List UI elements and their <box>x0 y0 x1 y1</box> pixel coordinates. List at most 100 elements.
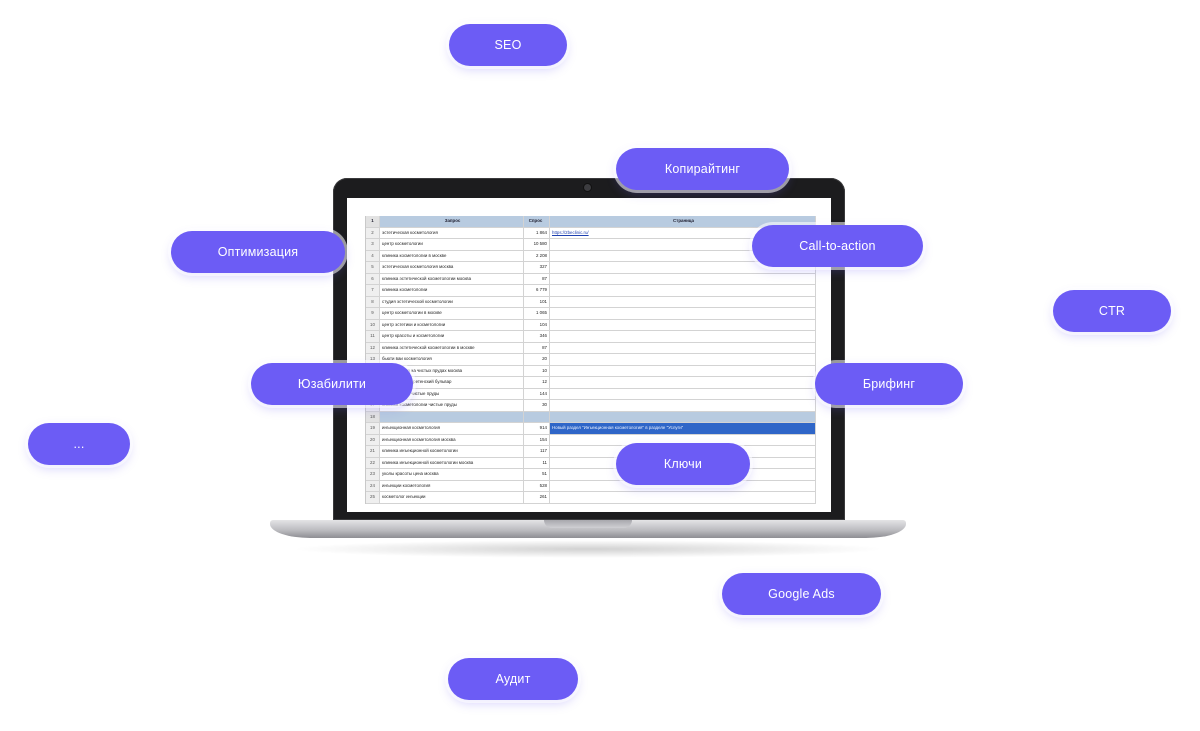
keys-pill-button[interactable]: Ключи <box>616 443 750 485</box>
frequency-cell[interactable]: 117 <box>524 446 550 457</box>
query-cell[interactable]: бьюти ваи косметология <box>380 354 524 365</box>
frequency-cell[interactable]: 10 <box>524 365 550 376</box>
query-cell[interactable]: центр эстетики и косметологии <box>380 319 524 330</box>
page-cell[interactable] <box>550 388 816 399</box>
frequency-cell[interactable]: 914 <box>524 423 550 434</box>
query-cell[interactable]: клиника эстетической косметологии москва <box>380 273 524 284</box>
frequency-cell[interactable]: 1 864 <box>524 227 550 238</box>
query-cell[interactable]: косметолог инъекции <box>380 492 524 503</box>
frequency-cell[interactable]: 87 <box>524 342 550 353</box>
query-cell[interactable]: инъекционная косметология москва <box>380 434 524 445</box>
column-header-frequency[interactable]: Спрос <box>524 216 550 227</box>
page-cell[interactable] <box>550 480 816 491</box>
page-cell[interactable] <box>550 319 816 330</box>
query-cell[interactable]: клиника инъекционной косметологии москва <box>380 457 524 468</box>
frequency-cell[interactable]: 327 <box>524 262 550 273</box>
optimization-pill-button[interactable]: Оптимизация <box>171 231 345 273</box>
google-ads-pill-button[interactable]: Google Ads <box>722 573 881 615</box>
briefing-pill-button[interactable]: Брифинг <box>815 363 963 405</box>
call-to-action-pill-button[interactable]: Call-to-action <box>752 225 923 267</box>
query-cell[interactable]: центр косметологии <box>380 239 524 250</box>
query-cell[interactable]: инъекционная косметология <box>380 423 524 434</box>
query-cell[interactable]: клиника инъекционной косметологии <box>380 446 524 457</box>
page-cell[interactable] <box>550 446 816 457</box>
frequency-cell[interactable]: 10 580 <box>524 239 550 250</box>
frequency-cell[interactable]: 101 <box>524 296 550 307</box>
copywriting-pill-button[interactable]: Копирайтинг <box>616 148 789 190</box>
page-cell[interactable] <box>550 262 816 273</box>
frequency-cell[interactable]: 6 779 <box>524 285 550 296</box>
page-cell[interactable] <box>550 411 816 422</box>
query-cell[interactable]: центр красоты и косметологии <box>380 331 524 342</box>
page-cell[interactable] <box>550 285 816 296</box>
frequency-cell[interactable] <box>524 411 550 422</box>
query-cell[interactable]: эстетическая косметология москва <box>380 262 524 273</box>
frequency-cell[interactable]: 20 <box>524 354 550 365</box>
page-cell[interactable] <box>550 469 816 480</box>
frequency-cell[interactable]: 104 <box>524 319 550 330</box>
page-cell[interactable] <box>550 365 816 376</box>
query-cell[interactable]: клиника косметологии в москве <box>380 250 524 261</box>
table-row[interactable]: 18 <box>366 411 816 423</box>
query-cell[interactable]: косметология сретенский бульвар <box>380 377 524 388</box>
frequency-cell[interactable]: 11 <box>524 457 550 468</box>
frequency-cell[interactable]: 87 <box>524 273 550 284</box>
page-cell[interactable] <box>550 342 816 353</box>
query-cell[interactable]: косметология на чистых прудах москва <box>380 365 524 376</box>
column-header-query[interactable]: Запрос <box>380 216 524 227</box>
page-cell[interactable] <box>550 296 816 307</box>
page-cell[interactable] <box>550 492 816 503</box>
query-cell[interactable] <box>380 411 524 422</box>
frequency-cell[interactable]: 261 <box>524 492 550 503</box>
query-cell[interactable]: эстетическая косметология <box>380 227 524 238</box>
query-cell[interactable]: клиника косметологии чистые пруды <box>380 400 524 411</box>
column-header-page[interactable]: Страница <box>550 216 816 227</box>
query-cell[interactable]: студия эстетической косметологии <box>380 296 524 307</box>
audit-pill-button[interactable]: Аудит <box>448 658 578 700</box>
usability-pill-button[interactable]: Юзабилити <box>251 363 413 405</box>
page-cell[interactable]: Новый раздел "Инъекционная косметология"… <box>550 423 816 434</box>
page-cell[interactable] <box>550 400 816 411</box>
page-cell[interactable] <box>550 273 816 284</box>
more-pill-button[interactable]: ... <box>28 423 130 465</box>
query-cell[interactable]: уколы красоты цена москва <box>380 469 524 480</box>
page-cell[interactable] <box>550 377 816 388</box>
page-cell[interactable] <box>550 354 816 365</box>
frequency-cell[interactable]: 528 <box>524 480 550 491</box>
query-cell[interactable]: центр косметологии в москве <box>380 308 524 319</box>
page-cell[interactable] <box>550 331 816 342</box>
frequency-cell[interactable]: 12 <box>524 377 550 388</box>
ctr-pill-button[interactable]: CTR <box>1053 290 1171 332</box>
frequency-cell[interactable]: 2 208 <box>524 250 550 261</box>
frequency-cell[interactable]: 51 <box>524 469 550 480</box>
query-cell[interactable]: клиника косметологии <box>380 285 524 296</box>
page-cell[interactable] <box>550 308 816 319</box>
frequency-cell[interactable]: 1 065 <box>524 308 550 319</box>
frequency-cell[interactable]: 30 <box>524 400 550 411</box>
frequency-cell[interactable]: 144 <box>524 388 550 399</box>
page-cell[interactable] <box>550 434 816 445</box>
